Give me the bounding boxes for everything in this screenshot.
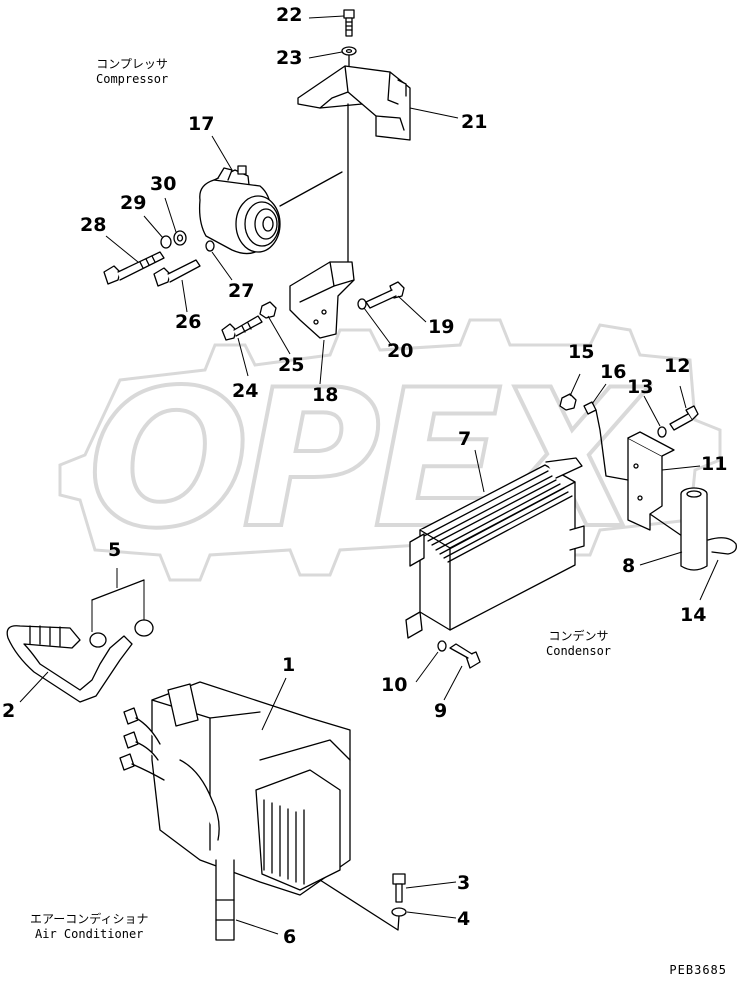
callout-8: 8 [622, 555, 636, 577]
air-conditioner-1-drawing [119, 681, 351, 896]
compressor-link-line [279, 171, 343, 207]
callout-29: 29 [120, 192, 147, 214]
washer-30-drawing [173, 230, 187, 246]
callout-17: 17 [188, 113, 215, 135]
callout-19: 19 [428, 316, 455, 338]
compressor-label-en: Compressor [96, 72, 169, 86]
callout-5: 5 [108, 539, 122, 561]
callout-23: 23 [276, 47, 303, 69]
callout-14: 14 [680, 604, 707, 626]
condensor-7-drawing [405, 457, 585, 639]
upper-bracket-21-drawing [297, 65, 411, 141]
callout-13: 13 [627, 376, 654, 398]
callout-12: 12 [664, 355, 691, 377]
callout-30: 30 [150, 173, 177, 195]
callout-21: 21 [461, 111, 488, 133]
compressor-label: コンプレッサ Compressor [96, 57, 168, 87]
callout-28: 28 [80, 214, 107, 236]
callout-6: 6 [283, 926, 297, 948]
condensor-label: コンデンサ Condensor [546, 629, 611, 659]
washer-20-drawing [357, 298, 367, 310]
washer-13-drawing [657, 426, 667, 438]
callout-9: 9 [434, 700, 448, 722]
bracket-11-drawing [627, 431, 675, 531]
air-conditioner-label-en: Air Conditioner [35, 927, 144, 941]
callout-20: 20 [387, 340, 414, 362]
receiver-8-drawing [680, 487, 708, 571]
clamp-5-drawing [89, 579, 154, 648]
callout-18: 18 [312, 384, 339, 406]
bolt-19-drawing [365, 281, 405, 309]
nut-25-drawing [259, 301, 277, 319]
bolt-28-drawing [103, 251, 165, 285]
washer-10-drawing [437, 640, 447, 652]
callout-15: 15 [568, 341, 595, 363]
bolt-24-drawing [221, 315, 263, 341]
bolt-9-drawing [449, 643, 481, 669]
drawing-code: PEB3685 [669, 963, 727, 977]
callout-11: 11 [701, 453, 728, 475]
bolt-22-drawing [343, 9, 355, 37]
callout-26: 26 [175, 311, 202, 333]
washer-27-drawing [205, 240, 215, 252]
washer-29-drawing [160, 235, 172, 249]
callout-22: 22 [276, 4, 303, 26]
hose-14-drawing [707, 537, 737, 555]
callout-24: 24 [232, 380, 259, 402]
callout-27: 27 [228, 280, 255, 302]
compressor-17-drawing [198, 165, 281, 255]
callout-3: 3 [457, 872, 471, 894]
bolt-26-drawing [153, 259, 201, 287]
leader-lines [19, 15, 719, 935]
callout-2: 2 [2, 700, 16, 722]
compressor-label-jp: コンプレッサ [96, 57, 168, 71]
nut-15-drawing [559, 393, 577, 411]
air-conditioner-label-jp: エアーコンディショナ [30, 912, 149, 926]
lower-bracket-18-drawing [289, 261, 355, 339]
washer-4-drawing [391, 907, 407, 917]
callout-25: 25 [278, 354, 305, 376]
washer-23-drawing [341, 46, 357, 56]
callout-7: 7 [458, 428, 472, 450]
air-conditioner-label: エアーコンディショナ Air Conditioner [30, 912, 148, 942]
hose-2-drawing [6, 625, 133, 703]
bolt-3-drawing [392, 873, 406, 903]
condensor-label-jp: コンデンサ [548, 629, 609, 643]
callout-1: 1 [282, 654, 296, 676]
drain-6-drawing [215, 859, 235, 941]
callout-10: 10 [381, 674, 408, 696]
bolt-12-drawing [669, 405, 699, 431]
callout-16: 16 [600, 361, 627, 383]
callout-4: 4 [457, 908, 471, 930]
condensor-label-en: Condensor [546, 644, 612, 658]
